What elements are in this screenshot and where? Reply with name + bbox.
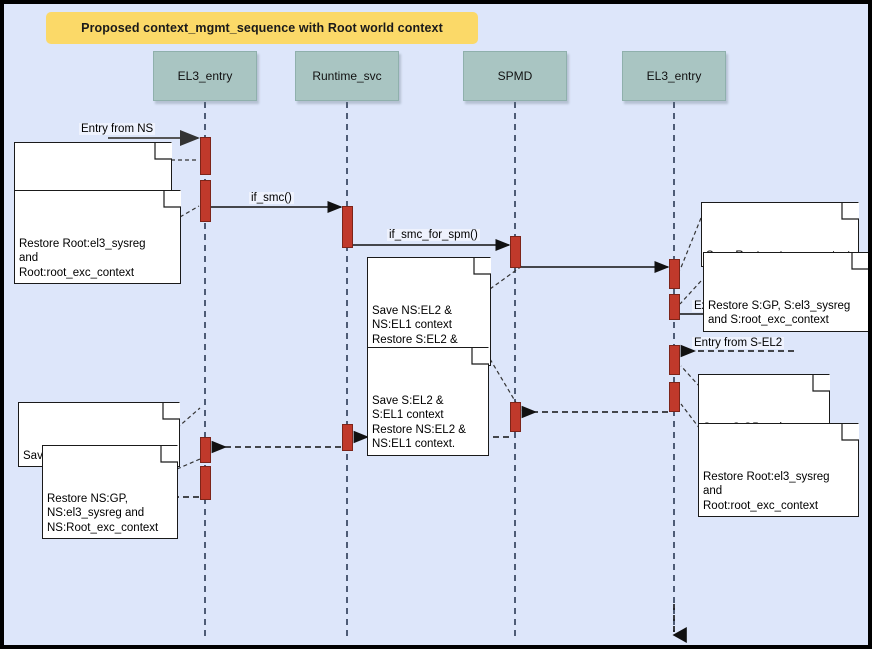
note-fold-icon — [161, 445, 178, 462]
note-restore-root-el3-sysreg-2: Restore Root:el3_sysreg and Root:root_ex… — [698, 423, 859, 517]
diagram-title-banner: Proposed context_mgmt_sequence with Root… — [46, 12, 478, 44]
note-fold-icon — [852, 252, 868, 269]
activation-el3-right-4 — [669, 382, 680, 412]
note-fold-icon — [813, 374, 830, 391]
page-title: Proposed context_mgmt_sequence with Root… — [81, 21, 443, 35]
note-fold-icon — [472, 347, 489, 364]
note-fold-icon — [842, 202, 859, 219]
message-label-entry-from-ns: Entry from NS — [79, 123, 156, 135]
note-text: Restore Root:el3_sysreg and Root:root_ex… — [19, 237, 146, 279]
message-label-if-smc: if_smc() — [249, 192, 294, 204]
note-restore-ns-gp: Restore NS:GP, NS:el3_sysreg and NS:Root… — [42, 445, 178, 539]
note-connectors — [171, 159, 702, 470]
activation-el3-entry-4 — [200, 466, 211, 500]
activation-spmd-1 — [510, 236, 521, 268]
activation-el3-right-3 — [669, 345, 680, 375]
activation-el3-right-2 — [669, 294, 680, 320]
note-restore-s-gp: Restore S:GP, S:el3_sysreg and S:root_ex… — [703, 252, 868, 332]
participant-label: EL3_entry — [177, 69, 233, 83]
activation-el3-entry-2 — [200, 180, 211, 222]
note-text: Save S:EL2 & S:EL1 context Restore NS:EL… — [372, 394, 466, 451]
message-label-entry-from-s-el2: Entry from S-EL2 — [692, 337, 785, 349]
note-text: Restore NS:GP, NS:el3_sysreg and NS:Root… — [47, 492, 159, 534]
note-text: Restore Root:el3_sysreg and Root:root_ex… — [703, 470, 830, 512]
note-fold-icon — [155, 142, 172, 159]
note-fold-icon — [842, 423, 859, 440]
note-restore-root-el3-sysreg: Restore Root:el3_sysreg and Root:root_ex… — [14, 190, 181, 284]
note-fold-icon — [164, 190, 181, 207]
activation-runtime-svc-2 — [342, 424, 353, 451]
activation-el3-right-1 — [669, 259, 680, 289]
participant-spmd[interactable]: SPMD — [463, 51, 567, 101]
participant-el3-entry[interactable]: EL3_entry — [153, 51, 257, 101]
note-fold-icon — [163, 402, 180, 419]
activation-runtime-svc-1 — [342, 206, 353, 248]
participant-label: Runtime_svc — [312, 69, 382, 83]
participant-runtime-svc[interactable]: Runtime_svc — [295, 51, 399, 101]
participant-label: SPMD — [497, 69, 533, 83]
participant-label: EL3_entry — [646, 69, 702, 83]
note-fold-icon — [474, 257, 491, 274]
activation-el3-entry-1 — [200, 137, 211, 175]
note-save-s-el2: Save S:EL2 & S:EL1 context Restore NS:EL… — [367, 347, 489, 456]
message-label-if-smc-for-spm: if_smc_for_spm() — [387, 229, 480, 241]
activation-el3-entry-3 — [200, 437, 211, 463]
activation-spmd-2 — [510, 402, 521, 432]
note-text: Restore S:GP, S:el3_sysreg and S:root_ex… — [708, 299, 851, 327]
participant-el3-entry-right[interactable]: EL3_entry — [622, 51, 726, 101]
